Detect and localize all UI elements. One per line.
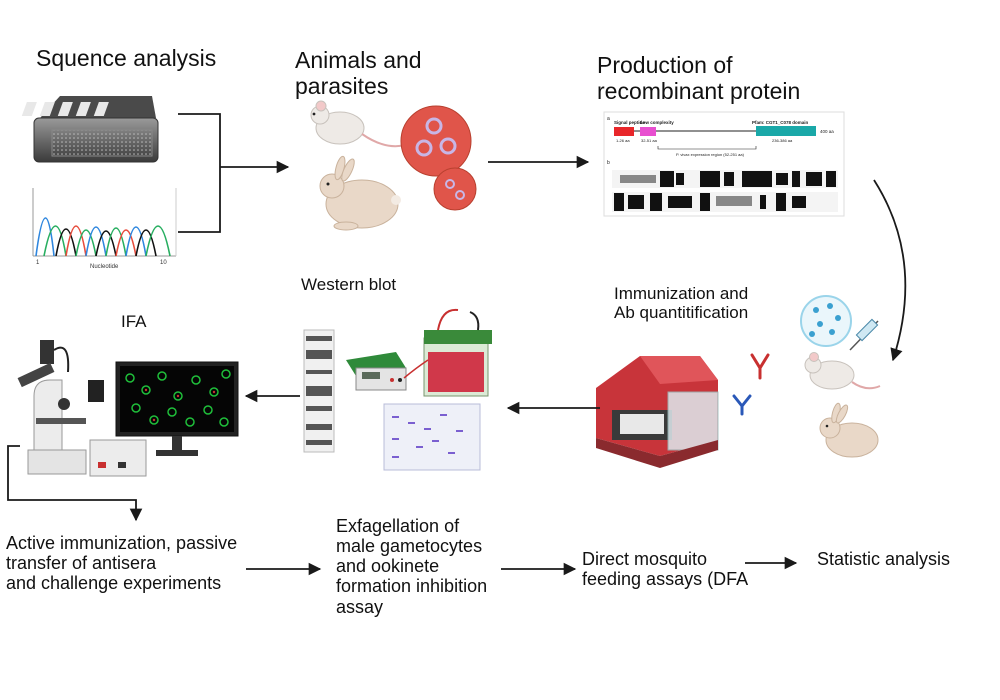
- light-source-icon: [89, 439, 147, 477]
- active-immunization-step: Active immunization, passive transfer of…: [6, 533, 238, 594]
- protein-domain-figure: a Signal peptide Low complexity Pfam: CG…: [603, 111, 845, 217]
- plate-reader-icon: [596, 356, 719, 468]
- exflagellation-step: Exfagellation of male gametocytes and oo…: [336, 516, 488, 617]
- mosquito-feeding-step: Direct mosquito feeding assays (DFA: [582, 549, 749, 590]
- arrow-protein-to-immunization: [873, 179, 907, 362]
- animals-parasites-title: Animals and parasites: [295, 47, 422, 99]
- blot-strip-icon: [303, 329, 335, 453]
- power-supply-icon: [346, 352, 429, 391]
- chromatogram-icon: 1 10 Nucleotide: [32, 188, 177, 270]
- panel-b-label: b: [607, 160, 610, 166]
- gel-membrane-icon: [383, 403, 481, 471]
- sequence-analysis-title: Squence analysis: [36, 45, 217, 71]
- low-range: 32-51 aa: [641, 138, 658, 143]
- low-complexity-label: Low complexity: [640, 120, 674, 125]
- expression-region-label: P. vivax expression region (52-251 aa): [676, 152, 745, 157]
- syringe-icon: [849, 318, 879, 351]
- signal-peptide-label: Signal peptide: [614, 120, 645, 125]
- mouse-icon: [310, 100, 406, 148]
- rabbit-immunized-icon: [819, 402, 879, 458]
- antibody-icon: [732, 353, 770, 416]
- western-blot-title: Western blot: [301, 275, 397, 294]
- fluorescence-monitor-icon: [115, 361, 239, 456]
- chromatogram-tick-end: 10: [160, 260, 167, 266]
- microscope-icon: [17, 340, 104, 475]
- electrophoresis-tank-icon: [423, 308, 492, 397]
- panel-a-label: a: [607, 116, 610, 122]
- mouse-immunized-icon: [804, 352, 881, 390]
- immunization-title: Immunization and Ab quantitification: [614, 284, 749, 323]
- arrow-ifa-to-active-immunization: [7, 445, 143, 522]
- rabbit-icon: [319, 155, 401, 231]
- recombinant-protein-title: Production of recombinant protein: [597, 52, 801, 104]
- ifa-title: IFA: [121, 312, 147, 331]
- domain-range: 236-386 aa: [772, 138, 793, 143]
- chromatogram-xlabel: Nucleotide: [90, 264, 119, 270]
- chromatogram-tick-start: 1: [36, 260, 40, 266]
- sequence-bracket: [178, 113, 221, 233]
- domain-label: Pfam: CGT1_C078 domain: [752, 120, 809, 125]
- antigen-dish-icon: [800, 295, 852, 347]
- sequencer-icon: [21, 96, 159, 163]
- statistic-analysis-step: Statistic analysis: [817, 549, 951, 569]
- protein-length: 400 aa: [820, 129, 834, 134]
- parasite-dish-icon: [400, 105, 477, 211]
- signal-range: 1-26 aa: [616, 138, 630, 143]
